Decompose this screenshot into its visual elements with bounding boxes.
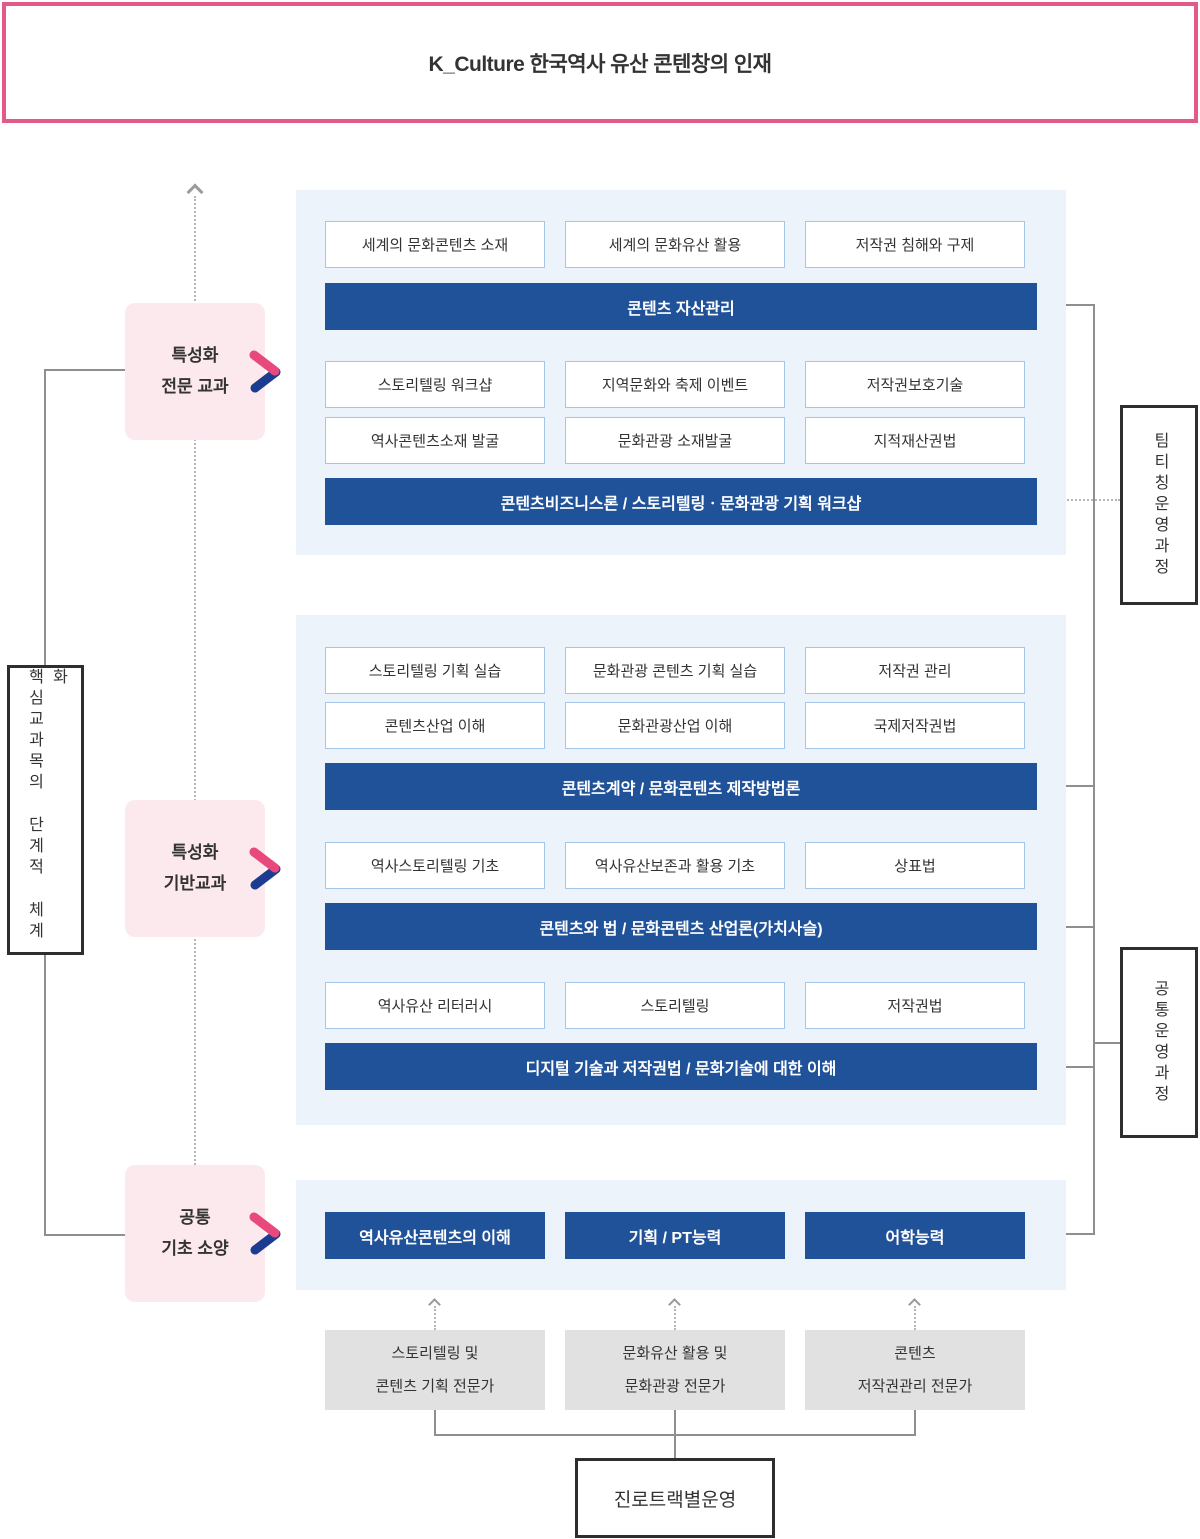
right-bracket-vertical-line (1093, 305, 1095, 1235)
category-box-common-basics: 공통 기초 소양 (125, 1165, 281, 1302)
track-box-heritage-tourism: 문화유산 활용 및 문화관광 전문가 (565, 1330, 785, 1410)
category-box-specialized-foundation: 특성화 기반교과 (125, 800, 281, 937)
subject-bar-digital-tech: 디지털 기술과 저작권법 / 문화기술에 대한 이해 (325, 1043, 1037, 1090)
track-label-line1: 콘텐츠 (894, 1345, 936, 1362)
course-box: 역사유산 리터러시 (325, 982, 545, 1029)
subject-bar-business-workshop: 콘텐츠비즈니스론 / 스토리텔링ㆍ문화관광 기획 워크샵 (325, 478, 1037, 525)
track3-arrow-up-icon (908, 1298, 921, 1311)
category-label-line2: 기초 소양 (161, 1238, 229, 1258)
left-bracket-bottom-stub (44, 1234, 125, 1236)
subject-bar-content-law: 콘텐츠와 법 / 문화콘텐츠 산업론(가치사슬) (325, 903, 1037, 950)
career-track-operation-box: 진로트랙별운영 (575, 1458, 775, 1538)
category-label-line1: 특성화 (171, 345, 219, 365)
track-label-line2: 저작권관리 전문가 (857, 1378, 973, 1395)
competency-box-planning-pt: 기획 / PT능력 (565, 1212, 785, 1259)
track3-dotted-arrow-line (914, 1306, 916, 1330)
course-box: 상표법 (805, 842, 1025, 889)
core-subjects-axis-box: 핵심교과목의 단계적 체계화 (7, 665, 84, 955)
category-label-line2: 기반교과 (163, 873, 227, 893)
common-operation-label-box: 공통운영과정 (1120, 947, 1198, 1138)
track-label-line1: 문화유산 활용 및 (622, 1345, 728, 1362)
category-label-line1: 특성화 (171, 842, 219, 862)
progression-arrow-up-icon (186, 183, 204, 201)
team-teaching-label-box: 팀티칭운영과정 (1120, 405, 1198, 605)
course-box: 역사유산보존과 활용 기초 (565, 842, 785, 889)
stub-common-operation-box (1093, 1042, 1122, 1044)
course-box: 스토리텔링 워크샵 (325, 361, 545, 408)
course-box: 문화관광 소재발굴 (565, 417, 785, 464)
track-box-storytelling: 스토리텔링 및 콘텐츠 기획 전문가 (325, 1330, 545, 1410)
left-bracket-top-stub (44, 369, 125, 371)
stub-dotted-team-teaching (1036, 499, 1120, 501)
subject-bar-contract: 콘텐츠계약 / 문화콘텐츠 제작방법론 (325, 763, 1037, 810)
course-box: 저작권법 (805, 982, 1025, 1029)
course-box: 지적재산권법 (805, 417, 1025, 464)
course-box: 저작권 관리 (805, 647, 1025, 694)
track-box-copyright: 콘텐츠 저작권관리 전문가 (805, 1330, 1025, 1410)
category-box-specialized-advanced: 특성화 전문 교과 (125, 303, 281, 440)
competency-box-heritage: 역사유산콘텐츠의 이해 (325, 1212, 545, 1259)
track1-arrow-up-icon (428, 1298, 441, 1311)
track2-arrow-up-icon (668, 1298, 681, 1311)
course-box: 국제저작권법 (805, 702, 1025, 749)
category-label-line1: 공통 (179, 1207, 211, 1227)
course-box: 스토리텔링 기획 실습 (325, 647, 545, 694)
course-box: 콘텐츠산업 이해 (325, 702, 545, 749)
course-box: 문화관광산업 이해 (565, 702, 785, 749)
track2-dotted-arrow-line (674, 1306, 676, 1330)
course-box: 지역문화와 축제 이벤트 (565, 361, 785, 408)
chevron-right-icon (249, 350, 281, 392)
course-box: 문화관광 콘텐츠 기획 실습 (565, 647, 785, 694)
track1-dotted-arrow-line (434, 1306, 436, 1330)
track3-drop-line (914, 1410, 916, 1436)
course-box: 스토리텔링 (565, 982, 785, 1029)
course-box: 세계의 문화유산 활용 (565, 221, 785, 268)
track-label-line2: 콘텐츠 기획 전문가 (375, 1378, 495, 1395)
subject-bar-asset-management: 콘텐츠 자산관리 (325, 283, 1037, 330)
chevron-right-icon (249, 847, 281, 889)
course-box: 역사콘텐츠소재 발굴 (325, 417, 545, 464)
track2-drop-line (674, 1410, 676, 1458)
course-box: 역사스토리텔링 기초 (325, 842, 545, 889)
competency-box-language: 어학능력 (805, 1212, 1025, 1259)
track1-drop-line (434, 1410, 436, 1436)
page-title: K_Culture 한국역사 유산 콘텐창의 인재 (428, 52, 772, 76)
category-label-line2: 전문 교과 (161, 376, 229, 396)
course-box: 저작권보호기술 (805, 361, 1025, 408)
title-banner: K_Culture 한국역사 유산 콘텐창의 인재 (2, 2, 1198, 123)
course-box: 세계의 문화콘텐츠 소재 (325, 221, 545, 268)
track-label-line2: 문화관광 전문가 (624, 1378, 726, 1395)
progression-dotted-line (194, 196, 196, 1165)
course-box: 저작권 침해와 구제 (805, 221, 1025, 268)
chevron-right-icon (249, 1212, 281, 1254)
track-label-line1: 스토리텔링 및 (391, 1345, 479, 1362)
